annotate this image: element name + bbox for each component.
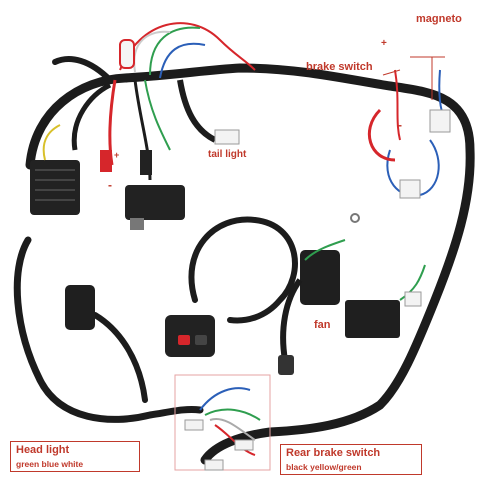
rectifier-wires — [42, 124, 61, 161]
battery-terminal-red — [100, 150, 112, 172]
head-light-switch — [65, 285, 95, 330]
blue-wire-top — [159, 42, 206, 79]
switch-red-button — [178, 335, 190, 345]
eyelet-terminal — [350, 213, 360, 223]
magneto-connector — [429, 109, 451, 133]
magneto-label: magneto — [416, 13, 462, 25]
ignition-coil — [300, 250, 340, 305]
fan-label: fan — [314, 319, 331, 331]
harness-branch-left — [52, 56, 113, 83]
head-light-colors: green blue white — [16, 459, 84, 469]
rectifier-lead — [71, 82, 112, 151]
right-small-connector — [399, 179, 421, 199]
head-light-harness-branch — [92, 312, 148, 403]
handlebar-switch — [165, 315, 215, 357]
minus-label-1: - — [398, 118, 402, 132]
plus-label-1: + — [381, 38, 387, 49]
tail-light-harness — [177, 79, 217, 143]
minus-label-2: - — [108, 178, 112, 192]
cdi-wires — [399, 264, 426, 301]
tail-light-connector — [214, 129, 240, 145]
rear-brake-box: Rear brake switch black yellow/green — [280, 444, 422, 475]
bottom-connector-3 — [204, 459, 224, 471]
head-light-title: Head light — [16, 444, 70, 456]
bottom-connector-2 — [234, 439, 254, 451]
spark-plug-lead — [280, 278, 303, 361]
switch-black-button — [195, 335, 207, 345]
tail-light-label: tail light — [208, 149, 247, 160]
fan-wire — [304, 239, 346, 261]
bottom-wires-green — [204, 408, 261, 421]
head-light-box: Head light green blue white — [10, 441, 140, 472]
cdi-connector — [404, 291, 422, 307]
center-cable-loop — [188, 216, 298, 324]
starter-relay — [125, 185, 185, 220]
fuse-holder — [119, 39, 135, 69]
relay-post — [130, 218, 144, 230]
rear-brake-title: Rear brake switch — [286, 447, 381, 459]
bottom-connector-1 — [184, 419, 204, 431]
bottom-wires-blue — [199, 387, 251, 411]
rear-brake-colors: black yellow/green — [286, 462, 362, 472]
red-wire-top — [119, 22, 256, 71]
bottom-wires-white — [209, 418, 256, 441]
plus-label-2: + — [114, 150, 120, 160]
main-harness-loom — [25, 63, 475, 465]
green-wire-fuse — [144, 79, 171, 151]
voltage-rectifier — [30, 160, 80, 215]
spark-plug-cap — [278, 355, 294, 375]
battery-terminal-black — [140, 150, 152, 175]
green-wire-top — [149, 26, 201, 76]
brake-switch-pointer — [382, 69, 401, 76]
cdi-unit — [345, 300, 400, 338]
red-loop-right — [367, 108, 396, 162]
brake-switch-label: brake switch — [306, 61, 373, 73]
head-light-harness — [13, 236, 204, 423]
brake-switch-wires — [394, 69, 401, 141]
